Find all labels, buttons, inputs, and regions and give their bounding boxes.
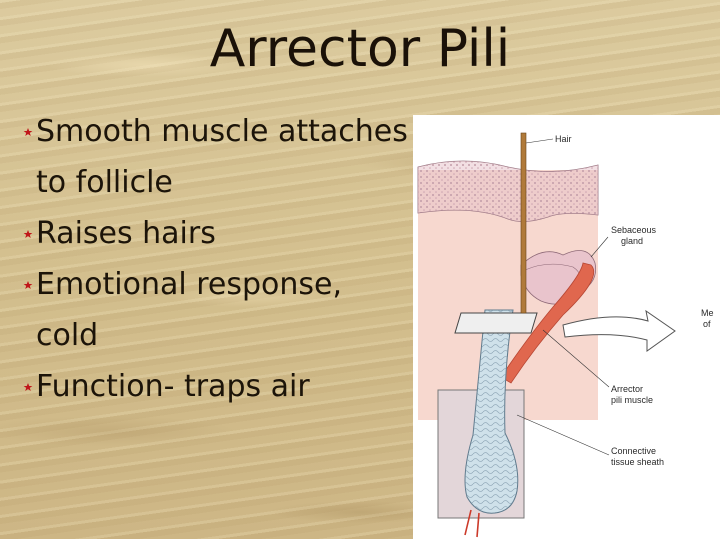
label-sebaceous-line2: gland <box>621 236 643 246</box>
arrow-icon <box>562 309 676 352</box>
bullet-text: Raises hairs <box>36 216 216 251</box>
bullet-text: Smooth muscle attaches to follicle <box>36 114 408 200</box>
crescent-star-icon <box>8 208 36 259</box>
bullet-text: Function- traps air <box>36 369 310 404</box>
hair-follicle-diagram: Hair Sebaceous gland Arrector pili muscl… <box>413 115 720 539</box>
bullet-item: Smooth muscle attaches to follicle <box>8 106 408 208</box>
label-connective-line2: tissue sheath <box>611 457 664 467</box>
label-hair: Hair <box>555 134 572 144</box>
bullet-list: Smooth muscle attaches to follicle Raise… <box>8 106 408 412</box>
label-sebaceous-line1: Sebaceous <box>611 225 657 235</box>
crescent-star-icon <box>8 361 36 412</box>
label-arrector-line1: Arrector <box>611 384 643 394</box>
crescent-star-icon <box>8 106 36 157</box>
crescent-star-icon <box>8 259 36 310</box>
bullet-text: Emotional response, cold <box>36 267 343 353</box>
bullet-item: Raises hairs <box>8 208 408 259</box>
bullet-item: Emotional response, cold <box>8 259 408 361</box>
label-arrector-line2: pili muscle <box>611 395 653 405</box>
hair-shaft <box>520 132 527 314</box>
bullet-item: Function- traps air <box>8 361 408 412</box>
slide-title: Arrector Pili <box>209 19 511 79</box>
section-plane <box>454 312 538 334</box>
label-cutoff-line1: Me <box>701 308 714 318</box>
label-cutoff-line2: of <box>703 319 711 329</box>
label-connective-line1: Connective <box>611 446 656 456</box>
